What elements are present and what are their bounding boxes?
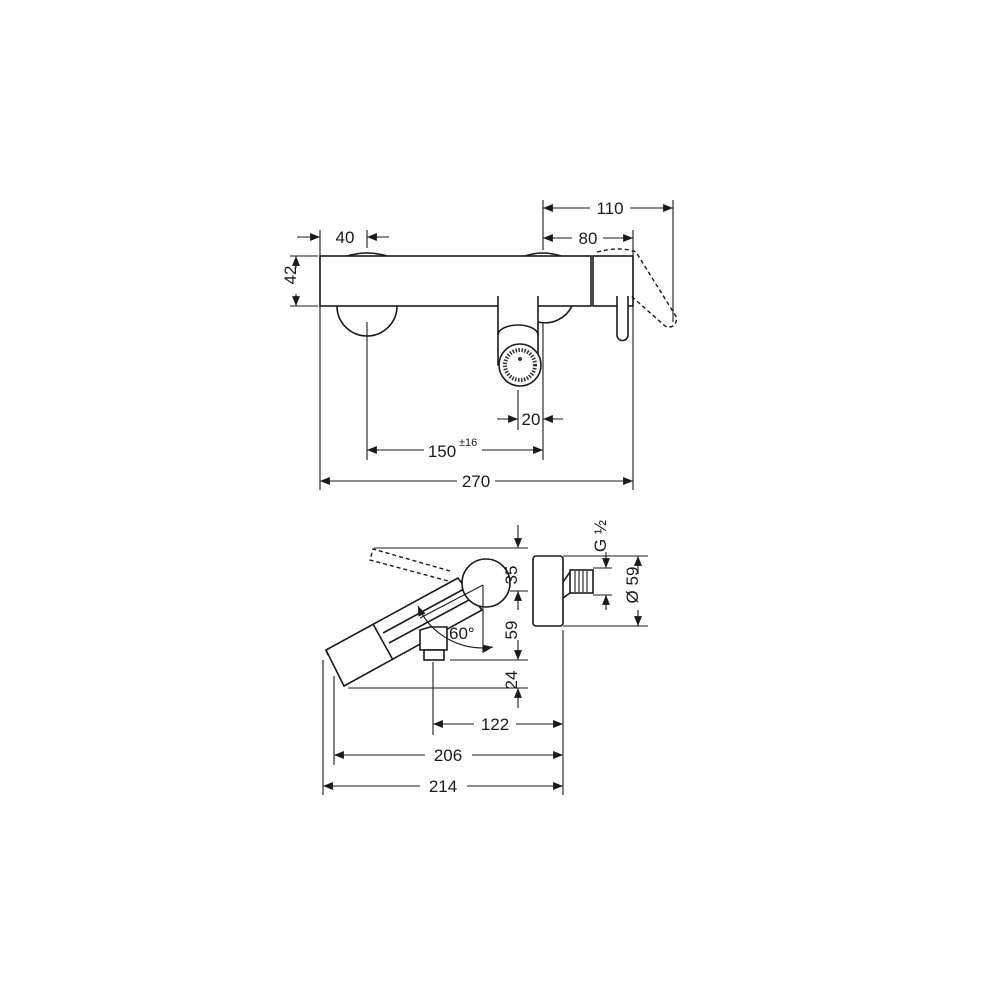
mixer-body <box>319 255 592 307</box>
dim-150-label: 150 <box>428 442 456 461</box>
spout-curve <box>497 324 539 336</box>
aerator-center <box>518 357 522 361</box>
left-knob-top <box>346 252 388 257</box>
front-view: 110 80 40 42 20 150 ±16 270 <box>281 199 678 491</box>
dim-270-label: 270 <box>462 472 490 491</box>
dim-110-label: 110 <box>596 199 623 218</box>
dim-20-label: 20 <box>522 410 541 429</box>
lever-open-position <box>369 548 453 583</box>
dim-40-label: 40 <box>336 228 355 247</box>
lever <box>616 296 629 342</box>
dim-g-thread-label: G ½ <box>591 520 610 552</box>
wall-block <box>532 555 564 627</box>
dim-24-label: 24 <box>502 671 521 690</box>
dim-122-label: 122 <box>481 715 509 734</box>
dim-42-label: 42 <box>281 266 300 285</box>
dim-206-label: 206 <box>434 746 462 765</box>
dim-diameter-59-label: Ø 59 <box>623 567 642 604</box>
dim-214-label: 214 <box>429 777 457 796</box>
threaded-connector <box>569 569 594 594</box>
side-view: 60° 35 59 24 G ½ Ø 59 122 <box>322 520 648 796</box>
dim-35-label: 35 <box>502 566 521 585</box>
right-knob-top <box>524 252 562 257</box>
aerator-mesh-icon <box>503 348 537 382</box>
angle-60-label: 60° <box>449 624 475 643</box>
dim-80-label: 80 <box>579 229 598 248</box>
aerator-tip <box>423 649 445 661</box>
dim-59-label: 59 <box>502 621 521 640</box>
right-knob <box>537 305 573 324</box>
lever-open-position <box>596 248 678 328</box>
dim-150-tolerance: ±16 <box>459 437 477 449</box>
aerator-outlet <box>419 626 448 651</box>
